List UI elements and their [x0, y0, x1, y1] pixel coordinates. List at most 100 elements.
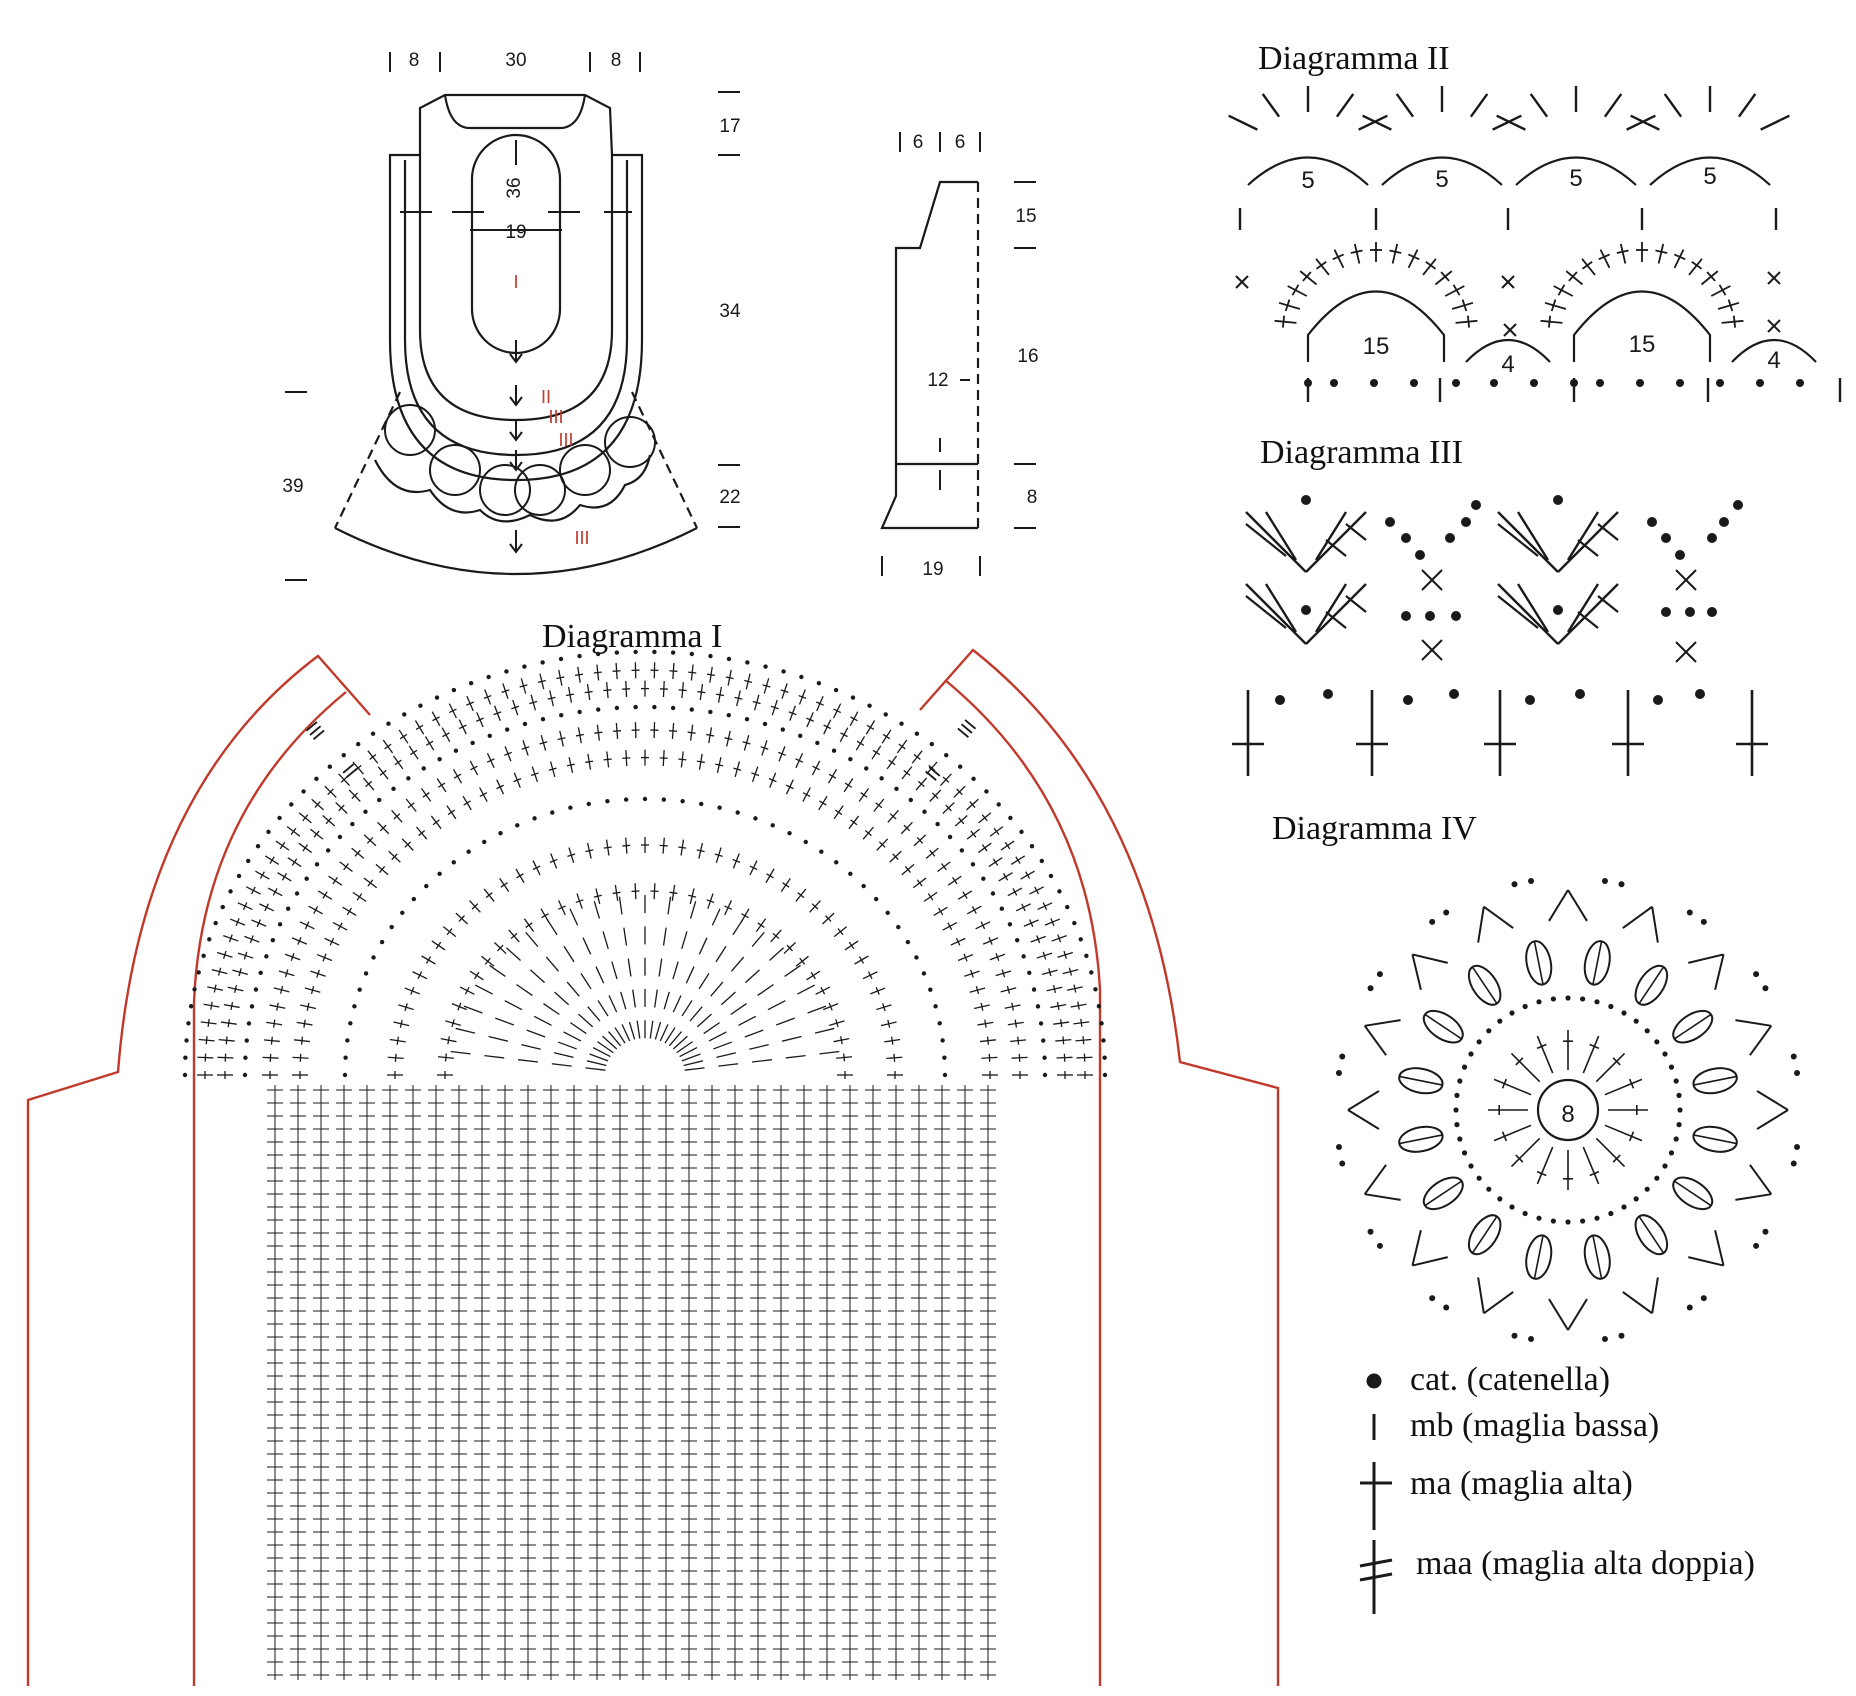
zone-label-4: III — [558, 430, 573, 450]
yoke-stitch — [308, 905, 324, 915]
yoke-stitch — [415, 826, 428, 840]
spoke-stitch — [672, 995, 682, 1013]
motif-chain-dot — [1677, 1107, 1683, 1113]
yoke-stitch — [1062, 967, 1079, 976]
motif-chain-dot — [1673, 1078, 1679, 1084]
yoke-stitch — [975, 921, 991, 930]
motif-dc — [1563, 1150, 1573, 1190]
yoke-stitch — [833, 926, 848, 938]
spoke-stitch — [563, 945, 575, 963]
fan-left — [1477, 906, 1485, 943]
cross-stroke — [1503, 323, 1517, 337]
chain-dot — [1410, 379, 1418, 387]
stitch-bar — [391, 853, 398, 861]
yoke-stitch — [622, 750, 631, 767]
yoke-stitch — [255, 870, 270, 880]
yoke-stitch — [982, 937, 999, 945]
spoke-stitch — [505, 947, 521, 961]
yoke-stitch — [1055, 1036, 1072, 1045]
fan-arc — [1515, 156, 1637, 186]
shell-stitch — [1700, 270, 1719, 286]
stitch-bar — [537, 679, 546, 684]
chain-dot — [1048, 873, 1054, 879]
bobble-center — [1471, 966, 1498, 1005]
fan-dot — [1601, 877, 1608, 884]
spoke-stem — [713, 1041, 733, 1050]
chain-dot — [343, 1055, 348, 1060]
stitch-column — [543, 1085, 559, 1680]
shell-stem — [1721, 319, 1744, 324]
stitch-bar — [770, 705, 779, 710]
yoke-stitch — [266, 1019, 283, 1028]
spoke-stem — [608, 995, 618, 1013]
yoke-stitch — [870, 987, 886, 995]
fan-dot — [1429, 1295, 1436, 1302]
chain-dot — [1096, 1004, 1102, 1009]
bar — [1501, 1131, 1508, 1142]
small-arc-label-2: 4 — [1767, 347, 1780, 374]
stitch-bar — [399, 733, 408, 740]
chain-dot — [1370, 379, 1378, 387]
chain-dot — [304, 876, 309, 881]
sc-cross — [1767, 271, 1781, 285]
yoke-stitch — [969, 986, 986, 995]
stitch-bar — [451, 1019, 455, 1028]
spoke-stitch — [814, 1027, 835, 1034]
sleeve-dimension-ticks — [881, 132, 1036, 576]
chain-dot — [586, 801, 591, 807]
fan-dot — [1511, 881, 1518, 888]
yoke-stitch — [310, 969, 326, 978]
yoke-stitch — [549, 853, 558, 869]
fan-right — [1735, 1193, 1772, 1201]
stem — [1604, 1078, 1643, 1096]
stitch-bar — [437, 782, 446, 788]
stitch-bar — [1068, 967, 1073, 976]
shell-bar — [1425, 261, 1437, 270]
sc-cross — [1421, 569, 1443, 591]
yoke-stitch — [342, 906, 357, 917]
motif-dc — [1582, 1035, 1600, 1074]
stitch-bar — [444, 1053, 447, 1062]
shell-bar — [1302, 271, 1312, 282]
yoke-stitch — [203, 1001, 220, 1010]
fan-dot — [1528, 877, 1535, 884]
stitch-bar — [304, 921, 310, 930]
chain-dot — [1301, 605, 1311, 615]
stitch-column — [451, 1085, 467, 1680]
shell-stitch — [1350, 243, 1363, 264]
fan-ray — [1663, 93, 1683, 118]
shell-stem — [1407, 249, 1419, 269]
v-bar — [1325, 539, 1347, 557]
stitch-bar — [290, 953, 295, 961]
yoke-stitch — [925, 847, 939, 859]
chain-dot — [1451, 611, 1461, 621]
yoke-stitch — [706, 893, 715, 909]
spoke-stitch — [623, 927, 628, 946]
chain-dot — [1676, 379, 1684, 387]
yoke-stitch — [296, 1019, 313, 1028]
stitch-bar — [340, 776, 348, 783]
stitch-bar — [825, 915, 832, 922]
yoke-stitch — [844, 940, 859, 951]
yoke-stitch — [915, 777, 928, 791]
bar — [1589, 1170, 1600, 1177]
stitch-bar — [269, 856, 275, 864]
fan-arc — [1381, 156, 1503, 186]
stitch-bar — [916, 836, 924, 844]
spoke-stem — [611, 961, 618, 980]
spoke-stitch — [563, 1031, 582, 1042]
yoke-stitch — [220, 1019, 237, 1028]
stitch-bar — [706, 899, 715, 904]
stitch-column — [796, 1085, 812, 1680]
yoke-stitch — [262, 1071, 278, 1079]
yoke-stitch — [873, 798, 885, 812]
diagram-4-title: Diagramma IV — [1272, 810, 1477, 847]
chain-dot — [1530, 379, 1538, 387]
stitch-bar — [593, 894, 602, 898]
motif-chain-dot — [1454, 1092, 1460, 1098]
chain-dot — [614, 650, 620, 655]
stitch-bar — [276, 1002, 279, 1011]
yoke-stitch — [966, 905, 982, 915]
cross-stroke — [1767, 319, 1781, 333]
arc-label-2: 5 — [1435, 166, 1448, 193]
